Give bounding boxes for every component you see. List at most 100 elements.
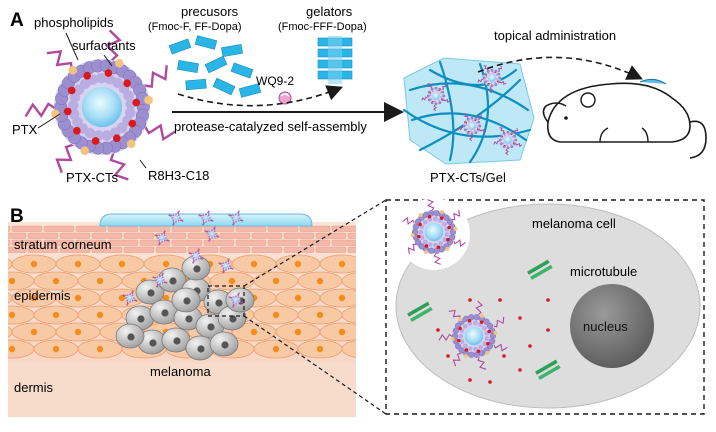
phospholipid-head <box>239 217 241 219</box>
phospholipid-inner <box>232 298 234 300</box>
phospholipid-inner <box>226 268 228 270</box>
ptx-drug <box>205 214 207 216</box>
corneocyte <box>219 232 251 239</box>
r8h3-tail <box>161 272 164 277</box>
ptx-drug <box>195 252 197 254</box>
keratinocyte-nucleus <box>8 345 16 353</box>
keratinocyte-nucleus <box>338 294 346 302</box>
phospholipid-head <box>506 146 510 150</box>
corneocyte <box>187 246 219 253</box>
phospholipid-head <box>494 83 498 87</box>
phospholipid-inner <box>156 278 158 280</box>
ptx-drug <box>238 301 240 302</box>
surfactant <box>410 233 415 238</box>
corneocyte <box>315 246 347 253</box>
phospholipid-inner <box>433 242 438 248</box>
ptx-drug <box>447 225 451 230</box>
phospholipid-inner <box>194 252 196 254</box>
r8h3-tail <box>468 134 473 142</box>
phospholipid-head <box>192 252 195 255</box>
gelator-core <box>328 36 342 84</box>
r8h3-tail <box>228 296 233 299</box>
phospholipid-head <box>239 299 241 301</box>
keratinocyte-nucleus <box>316 345 324 353</box>
r8h3-tail <box>218 262 223 265</box>
nanoparticle <box>228 292 244 308</box>
phospholipid-inner <box>462 343 468 349</box>
corneocyte <box>59 232 91 239</box>
r8h3-tail <box>239 219 244 222</box>
r8h3-tail <box>179 219 184 222</box>
phospholipid-inner <box>496 78 499 81</box>
phospholipid-inner <box>473 129 476 132</box>
lipid-core <box>194 254 198 258</box>
ptx-drug <box>159 276 161 278</box>
ptx-drug <box>222 267 224 269</box>
melanoma-cluster <box>115 255 255 361</box>
phospholipid-inner <box>204 214 206 216</box>
r8h3-tail <box>504 148 509 156</box>
phospholipid-inner <box>488 72 491 75</box>
keratinocyte-nucleus <box>338 260 346 268</box>
phospholipid-inner <box>432 216 438 222</box>
phospholipid-inner <box>162 280 164 282</box>
melanoma-cell-label: melanoma cell <box>532 216 616 231</box>
phospholipid-head <box>221 265 223 267</box>
r8h3-tail <box>202 221 205 226</box>
phospholipid-head <box>438 101 442 105</box>
r8h3-tail <box>402 216 416 225</box>
precursor-block <box>177 59 199 74</box>
keratinocyte-nucleus <box>250 260 258 268</box>
corneocyte <box>43 239 75 246</box>
nanoparticle <box>188 248 204 264</box>
released-ptx <box>546 298 550 302</box>
phospholipid-inner <box>130 300 132 302</box>
phospholipid-head <box>177 219 180 222</box>
corneocyte <box>251 246 283 253</box>
phospholipid-head <box>483 318 490 325</box>
r8h3-tail <box>515 142 523 147</box>
phospholipid-head <box>463 128 467 132</box>
r8h3-tail <box>215 235 220 238</box>
melanoma-nucleus <box>221 341 229 349</box>
phospholipid-inner <box>486 79 489 82</box>
r8h3-tail <box>199 257 204 260</box>
phospholipid-head <box>156 276 159 279</box>
phospholipid-inner <box>482 325 488 331</box>
phospholipid-head <box>227 267 230 270</box>
phospholipid-inner <box>212 236 214 238</box>
phospholipid-head <box>235 303 237 305</box>
keratinocyte <box>319 254 356 274</box>
r8h3-tail <box>104 29 122 63</box>
r8h3-tail <box>483 65 489 71</box>
surfactants-label: surfactants <box>72 38 136 53</box>
gelator-stack <box>317 36 353 84</box>
corneocyte <box>8 246 27 253</box>
zoom-line-bottom <box>243 315 387 415</box>
phospholipid-head <box>191 255 193 257</box>
ptx-drug <box>214 235 216 236</box>
phospholipid-inner <box>124 107 136 119</box>
keratinocyte-nucleus <box>8 277 16 285</box>
ptx-drug <box>417 234 421 239</box>
phospholipid-inner <box>234 296 236 298</box>
ptx-drug <box>238 219 240 220</box>
r8h3-tail <box>237 292 240 297</box>
nucleus <box>570 284 654 368</box>
ptx-drug <box>112 134 121 143</box>
r8h3-tail <box>122 294 127 297</box>
phospholipid-inner <box>493 81 496 84</box>
phospholipid-inner <box>511 136 514 139</box>
nucleus-label: nucleus <box>583 319 628 334</box>
ptx-drug <box>494 71 496 74</box>
microtubule-strand <box>530 264 553 280</box>
phospholipid-inner <box>418 229 424 235</box>
phospholipid-head <box>497 72 501 76</box>
ptx-drug <box>429 92 432 94</box>
microtubule-strand <box>410 306 433 322</box>
phospholipid-inner <box>126 296 128 298</box>
phospholipid-head <box>202 219 205 222</box>
melanoma-nucleus <box>173 337 181 345</box>
corneocyte <box>11 225 43 232</box>
phospholipid-head <box>213 230 216 233</box>
